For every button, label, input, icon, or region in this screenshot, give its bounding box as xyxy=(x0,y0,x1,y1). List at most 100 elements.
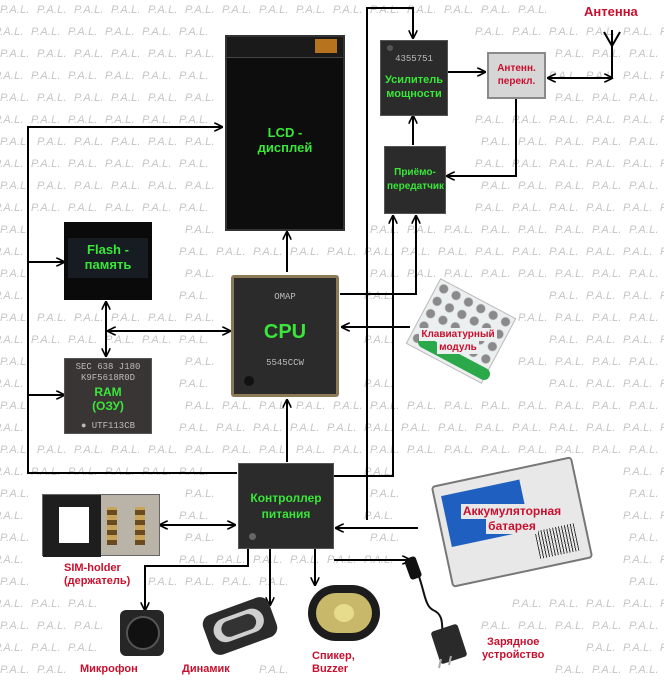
lcd-flex-connector xyxy=(315,39,337,53)
charger-label: Зарядное устройство xyxy=(480,636,547,662)
watermark-token: P.A.L. xyxy=(179,158,209,170)
watermark-token: P.A.L. xyxy=(179,422,209,434)
watermark-token: P.A.L. xyxy=(68,158,98,170)
watermark-token: P.A.L. xyxy=(31,334,61,346)
watermark-token: P.A.L. xyxy=(623,202,653,214)
watermark-token: P.A.L. xyxy=(37,444,67,456)
buzzer-label: Спикер, Buzzer xyxy=(310,650,357,676)
watermark-token: P.A.L. xyxy=(481,180,511,192)
watermark-token: P.A.L. xyxy=(512,114,542,126)
watermark-token: P.A.L. xyxy=(629,356,659,368)
watermark-token: P.A.L. xyxy=(555,444,585,456)
watermark-token: P.A.L. xyxy=(512,246,542,258)
watermark-token: P.A.L. xyxy=(185,224,215,236)
watermark-token: P.A.L. xyxy=(296,4,326,16)
watermark-token: P.A.L. xyxy=(37,48,67,60)
power-controller-chip: Контроллер питания xyxy=(238,463,334,549)
ram-marking-2: K9F5618R0D xyxy=(80,373,135,383)
watermark-token: P.A.L. xyxy=(327,246,357,258)
flash-memory-chip: Flash - память xyxy=(64,222,152,300)
watermark-token: P.A.L. xyxy=(0,4,30,16)
watermark-token: P.A.L. xyxy=(68,334,98,346)
watermark-token: P.A.L. xyxy=(660,598,664,611)
watermark-token: P.A.L. xyxy=(0,422,24,434)
watermark-token: P.A.L. xyxy=(481,268,511,280)
watermark-token: P.A.L. xyxy=(518,4,548,16)
watermark-token: P.A.L. xyxy=(555,620,585,632)
watermark-token: P.A.L. xyxy=(105,334,135,346)
watermark-token: P.A.L. xyxy=(142,158,172,170)
watermark-token: P.A.L. xyxy=(364,334,394,346)
watermark-token: P.A.L. xyxy=(0,642,24,654)
watermark-token: P.A.L. xyxy=(179,114,209,126)
watermark-token: P.A.L. xyxy=(0,246,24,258)
watermark-token: P.A.L. xyxy=(185,532,215,544)
watermark-token: P.A.L. xyxy=(68,598,98,610)
watermark-token: P.A.L. xyxy=(290,554,320,566)
watermark-token: P.A.L. xyxy=(586,114,616,126)
watermark-token: P.A.L. xyxy=(185,268,215,280)
watermark-token: P.A.L. xyxy=(0,510,24,522)
watermark-token: P.A.L. xyxy=(660,378,664,391)
watermark-token: P.A.L. xyxy=(148,4,178,16)
watermark-token: P.A.L. xyxy=(0,202,24,214)
watermark-token: P.A.L. xyxy=(0,444,30,456)
transceiver-chip: Приёмо- передатчик xyxy=(384,146,446,214)
watermark-token: P.A.L. xyxy=(592,400,622,412)
watermark-token: P.A.L. xyxy=(586,422,616,434)
watermark-token: P.A.L. xyxy=(549,422,579,434)
watermark-token: P.A.L. xyxy=(74,48,104,60)
watermark-token: P.A.L. xyxy=(31,158,61,170)
keypad-label: Клавиатурный модуль xyxy=(419,328,497,354)
watermark-token: P.A.L. xyxy=(512,422,542,434)
watermark-token: P.A.L. xyxy=(660,510,664,523)
watermark-token: P.A.L. xyxy=(111,180,141,192)
watermark-token: P.A.L. xyxy=(179,290,209,302)
watermark-token: P.A.L. xyxy=(407,444,437,456)
watermark-token: P.A.L. xyxy=(68,202,98,214)
watermark-token: P.A.L. xyxy=(111,136,141,148)
watermark-token: P.A.L. xyxy=(586,598,616,610)
wire-cpu-to-transceiver-1 xyxy=(340,216,416,295)
watermark-token: P.A.L. xyxy=(142,26,172,38)
watermark-token: P.A.L. xyxy=(364,378,394,390)
watermark-token: P.A.L. xyxy=(623,554,653,566)
watermark-token: P.A.L. xyxy=(37,4,67,16)
watermark-token: P.A.L. xyxy=(185,136,215,148)
watermark-token: P.A.L. xyxy=(148,576,178,588)
watermark-token: P.A.L. xyxy=(549,598,579,610)
watermark-token: P.A.L. xyxy=(253,422,283,434)
watermark-token: P.A.L. xyxy=(407,400,437,412)
watermark-token: P.A.L. xyxy=(74,92,104,104)
watermark-token: P.A.L. xyxy=(179,70,209,82)
watermark-token: P.A.L. xyxy=(290,246,320,258)
watermark-token: P.A.L. xyxy=(31,642,61,654)
ram-chip: SEC 638 J180 K9F5618R0D RAM (ОЗУ) ● UTF1… xyxy=(64,358,152,434)
watermark-token: P.A.L. xyxy=(74,620,104,632)
watermark-token: P.A.L. xyxy=(111,312,141,324)
watermark-token: P.A.L. xyxy=(481,224,511,236)
watermark-token: P.A.L. xyxy=(660,70,664,83)
watermark-token: P.A.L. xyxy=(629,532,659,544)
wire-pc-to-transceiver xyxy=(334,216,393,477)
watermark-token: P.A.L. xyxy=(660,466,664,479)
watermark-token: P.A.L. xyxy=(68,642,98,654)
watermark-token: P.A.L. xyxy=(518,356,548,368)
watermark-token: P.A.L. xyxy=(586,246,616,258)
sim-holder xyxy=(42,494,160,557)
watermark-token: P.A.L. xyxy=(555,312,585,324)
antenna-icon xyxy=(603,30,621,49)
watermark-token: P.A.L. xyxy=(518,444,548,456)
watermark-token: P.A.L. xyxy=(179,202,209,214)
watermark-token: P.A.L. xyxy=(216,422,246,434)
watermark-token: P.A.L. xyxy=(111,48,141,60)
watermark-token: P.A.L. xyxy=(0,92,30,104)
watermark-token: P.A.L. xyxy=(518,312,548,324)
watermark-token: P.A.L. xyxy=(148,312,178,324)
watermark-token: P.A.L. xyxy=(142,114,172,126)
watermark-token: P.A.L. xyxy=(31,26,61,38)
watermark-token: P.A.L. xyxy=(179,554,209,566)
watermark-token: P.A.L. xyxy=(549,246,579,258)
watermark-token: P.A.L. xyxy=(0,334,24,346)
